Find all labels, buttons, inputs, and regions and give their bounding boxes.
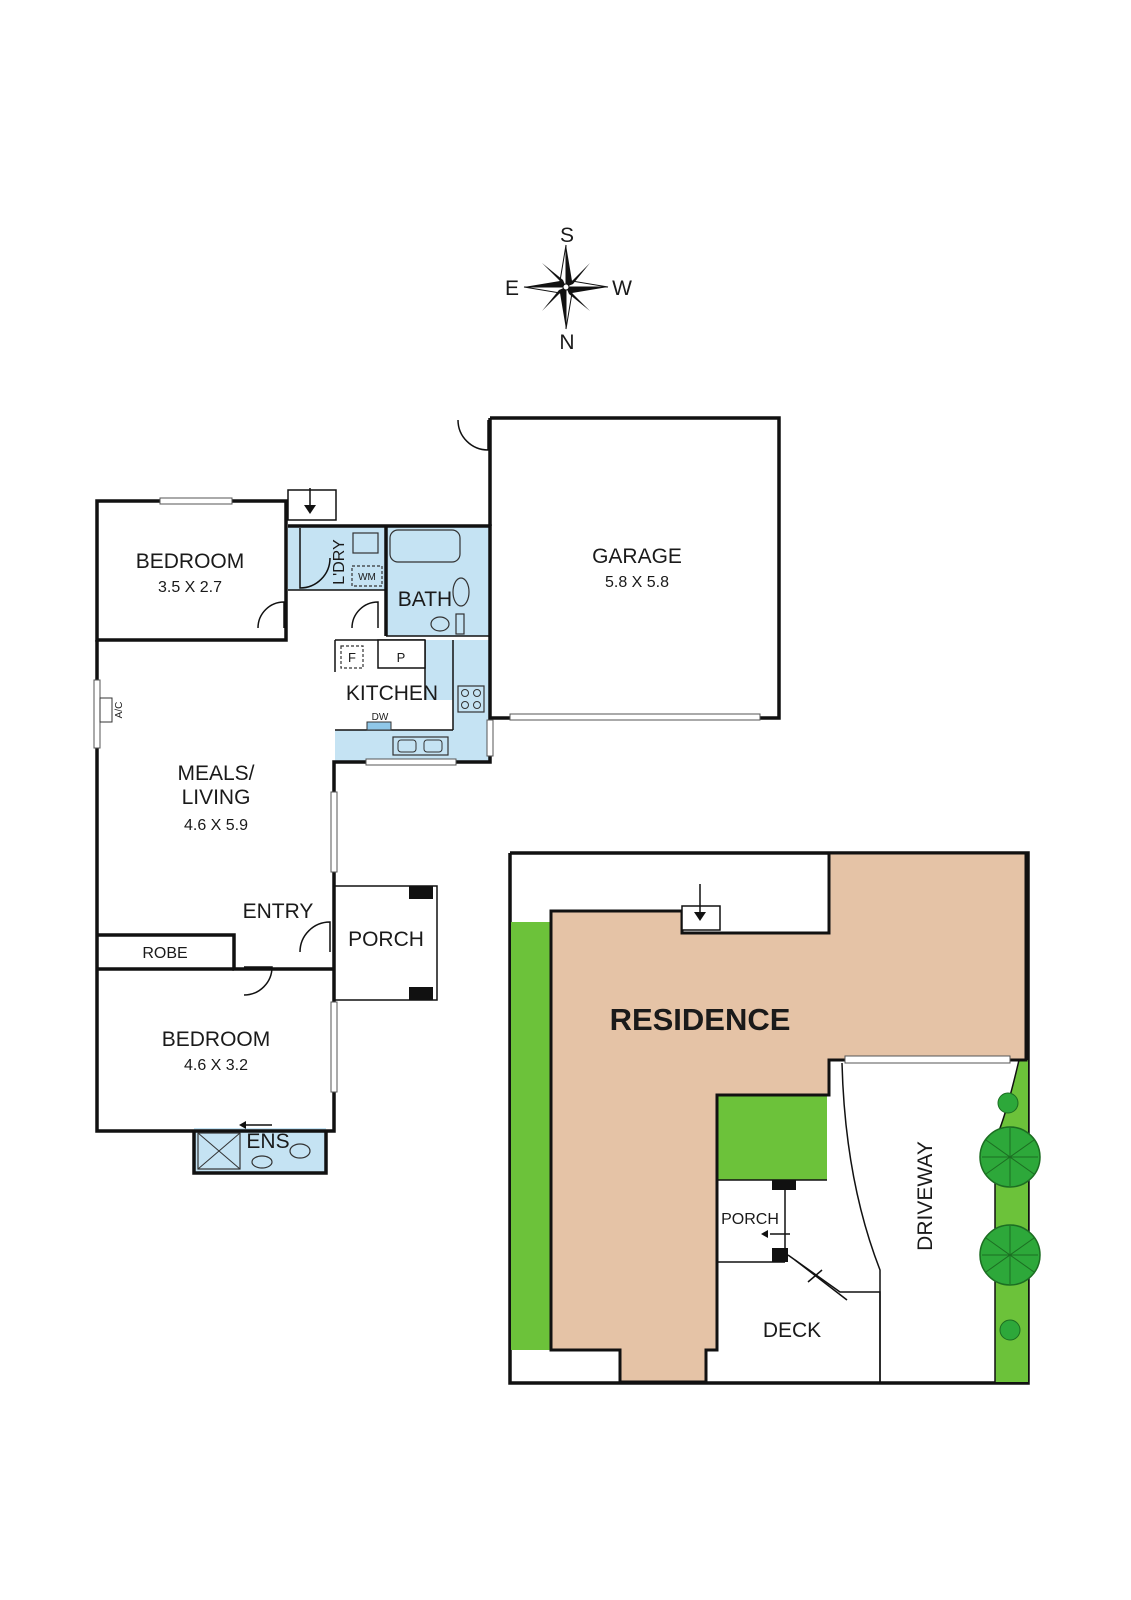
ensuite-toilet (251, 1155, 273, 1169)
bath-label: BATH (398, 588, 452, 611)
compass-south-label: S (560, 224, 574, 247)
floor-plan (93, 416, 781, 1175)
window (93, 679, 101, 749)
porch-outline (334, 885, 438, 1001)
tree-icon (979, 1092, 1041, 1341)
deck-outline (787, 1254, 881, 1382)
door-swing (457, 419, 489, 451)
door-swing (299, 528, 331, 589)
bedroom2-label: BEDROOM (162, 1028, 271, 1051)
door-swing (299, 921, 331, 953)
bedroom1-label: BEDROOM (136, 550, 245, 573)
laundry-tub (352, 532, 379, 554)
window (330, 1001, 338, 1093)
ac-unit (99, 697, 113, 723)
toilet (430, 616, 450, 632)
bedroom2-dims: 4.6 X 3.2 (184, 1057, 248, 1074)
washing-machine-label: WM (358, 572, 376, 583)
laundry-fill (288, 526, 386, 590)
ensuite-basin (289, 1143, 311, 1159)
meals-label-line1: MEALS/ (177, 762, 254, 785)
garden-left (511, 922, 551, 1350)
window (159, 497, 233, 505)
garage-door-site (844, 1055, 1011, 1064)
bedroom1-dims: 3.5 X 2.7 (158, 579, 222, 596)
site-plan (508, 851, 1041, 1385)
door-swing (351, 601, 379, 629)
driveway-label: DRIVEWAY (914, 1141, 937, 1251)
kitchen-bench-fill (335, 640, 490, 762)
compass-north-label: N (559, 331, 574, 354)
compass-west-label: W (612, 277, 632, 300)
ac-label: A/C (114, 702, 125, 719)
meals-dims: 4.6 X 5.9 (184, 817, 248, 834)
garage-dims: 5.8 X 5.8 (605, 574, 669, 591)
ensuite-label: ENS (246, 1130, 289, 1153)
fridge-space (340, 645, 364, 669)
window (365, 758, 457, 766)
garage-door (509, 713, 761, 721)
entry-label: ENTRY (243, 900, 314, 923)
washing-machine-space (351, 565, 383, 587)
residence-label: RESIDENCE (610, 1002, 791, 1037)
sink (392, 736, 449, 756)
door-swing (257, 601, 285, 629)
porch-label: PORCH (348, 928, 424, 951)
window (330, 791, 338, 873)
residence-footprint (549, 851, 1028, 1384)
kitchen-label: KITCHEN (346, 682, 438, 705)
basin (452, 577, 470, 607)
ensuite-fill (194, 1128, 326, 1173)
robe-walls (97, 933, 334, 971)
cooktop (457, 685, 485, 713)
door-swing (243, 966, 273, 996)
shower (197, 1132, 241, 1170)
window (486, 719, 494, 757)
site-porch-label: PORCH (721, 1211, 779, 1228)
dishwasher (366, 721, 392, 731)
robe-label: ROBE (142, 945, 187, 962)
compass-rose (523, 244, 609, 330)
laundry-label: L'DRY (331, 539, 348, 585)
driveway-edge (841, 1062, 881, 1383)
garage-walls (490, 416, 781, 720)
deck-label: DECK (763, 1319, 821, 1342)
meals-label-line2: LIVING (182, 786, 251, 809)
garden-front (717, 1095, 827, 1180)
ensuite-walls (192, 1131, 328, 1175)
compass-east-label: E (505, 277, 519, 300)
bathtub (389, 529, 461, 563)
pantry-label: P (397, 650, 406, 665)
pantry (377, 639, 426, 669)
fridge-label: F (348, 650, 356, 665)
dishwasher-label: DW (372, 712, 389, 723)
bath-fill (386, 526, 490, 636)
garage-label: GARAGE (592, 545, 682, 568)
